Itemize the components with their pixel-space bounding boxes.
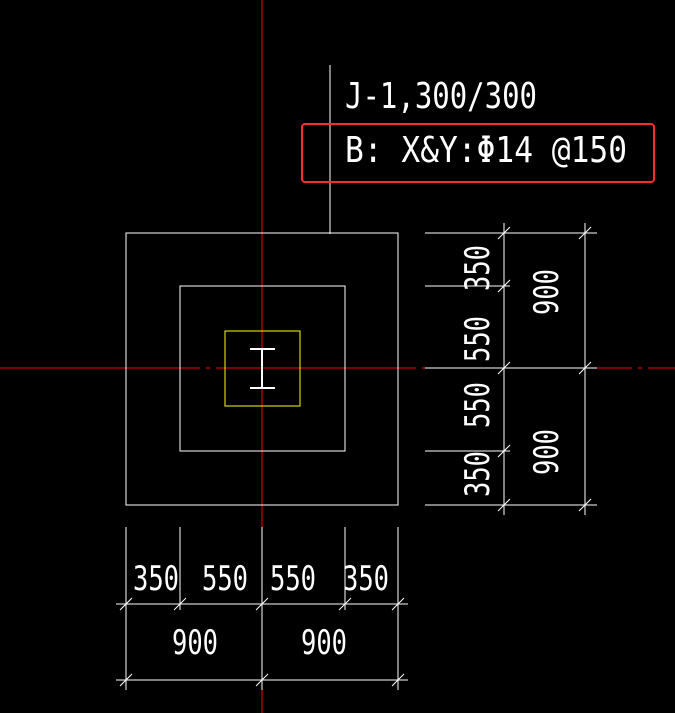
bottom-dim-550-left: 550 — [202, 559, 248, 599]
bottom-dim-550-right: 550 — [270, 559, 316, 599]
bottom-dimension-chain — [116, 527, 408, 690]
right-dim-350-top: 350 — [458, 245, 498, 291]
right-dim-550-top: 550 — [458, 316, 498, 362]
bottom-dim-350-right: 350 — [343, 559, 389, 599]
reinforcement-label: B: X&Y:Φ14 @150 — [345, 130, 627, 171]
bottom-total-900-right: 900 — [301, 623, 347, 663]
right-dim-350-bottom: 350 — [458, 451, 498, 497]
column-plate — [224, 330, 301, 407]
foundation-label: J-1,300/300 — [345, 76, 537, 117]
right-dim-550-bottom: 550 — [458, 382, 498, 428]
bottom-total-900-left: 900 — [172, 623, 218, 663]
right-total-900-top: 900 — [527, 269, 567, 315]
right-total-900-bottom: 900 — [527, 429, 567, 475]
i-beam-icon — [250, 348, 275, 389]
bottom-dim-350-left: 350 — [133, 559, 179, 599]
right-dimension-chain — [425, 223, 597, 515]
highlight-box — [301, 123, 655, 183]
inner-pedestal-outline — [179, 285, 346, 452]
outer-footing-outline — [125, 232, 399, 506]
